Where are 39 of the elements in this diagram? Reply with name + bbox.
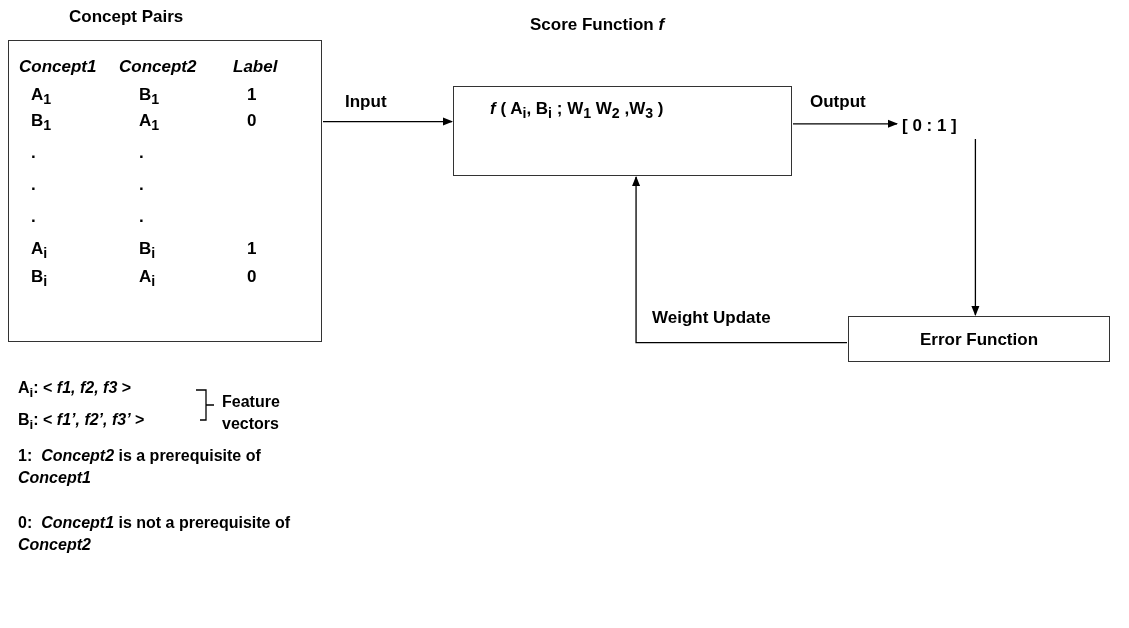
table-header: Concept1 [19,57,97,77]
table-value: B$_{1}$ [31,111,52,136]
table-header: Concept2 [119,57,197,77]
edge-label: Weight Update [652,308,771,328]
arrow [792,119,898,128]
box-title: Score Function f [530,15,665,35]
table-value: A$_{1}$ [139,111,160,136]
table-value: A$_{1}$ [31,85,52,110]
table-value: 1 [247,85,257,105]
table-value: . [31,207,36,227]
feature-vector-text: B$_{i}$: < f1’, f2’, f3’ > [18,410,146,435]
formula-text: f ( A$_{i}$, B$_{i}$ ; W$_{1}$ W$_{2}$ ,W$_{3}$ ) [490,99,664,124]
table-value: . [139,143,144,163]
bracket-label: Feature vectors [222,392,281,434]
edge-label: Input [345,92,387,112]
feature-vector-text: A$_{i}$: < f1, f2, f3 > [18,378,133,403]
table-value: 0 [247,111,257,131]
table-title: Concept Pairs [69,7,184,27]
table-value: B$_{1}$ [139,85,160,110]
table-value: 1 [247,239,257,259]
edge-label: Output [810,92,866,112]
table-value: A$_{i}$ [31,239,48,264]
table-value: A$_{i}$ [139,267,156,292]
table-value: B$_{i}$ [139,239,156,264]
note-text: 1: Concept2 is a prerequisite of Concept1 [18,446,262,488]
process-box [848,316,1110,362]
note-text: 0: Concept1 is not a prerequisite of Concept2 [18,513,292,555]
table-value: . [139,207,144,227]
output-text: [ 0 : 1 ] [902,116,957,136]
table-value: B$_{i}$ [31,267,48,292]
table-header: Label [233,57,278,77]
arrow [632,176,848,344]
table-value: . [31,175,36,195]
box-label: Error Function [918,330,1040,350]
arrow [322,117,453,126]
table-value: . [31,143,36,163]
table-value: 0 [247,267,257,287]
table-value: . [139,175,144,195]
arrow [971,138,980,316]
